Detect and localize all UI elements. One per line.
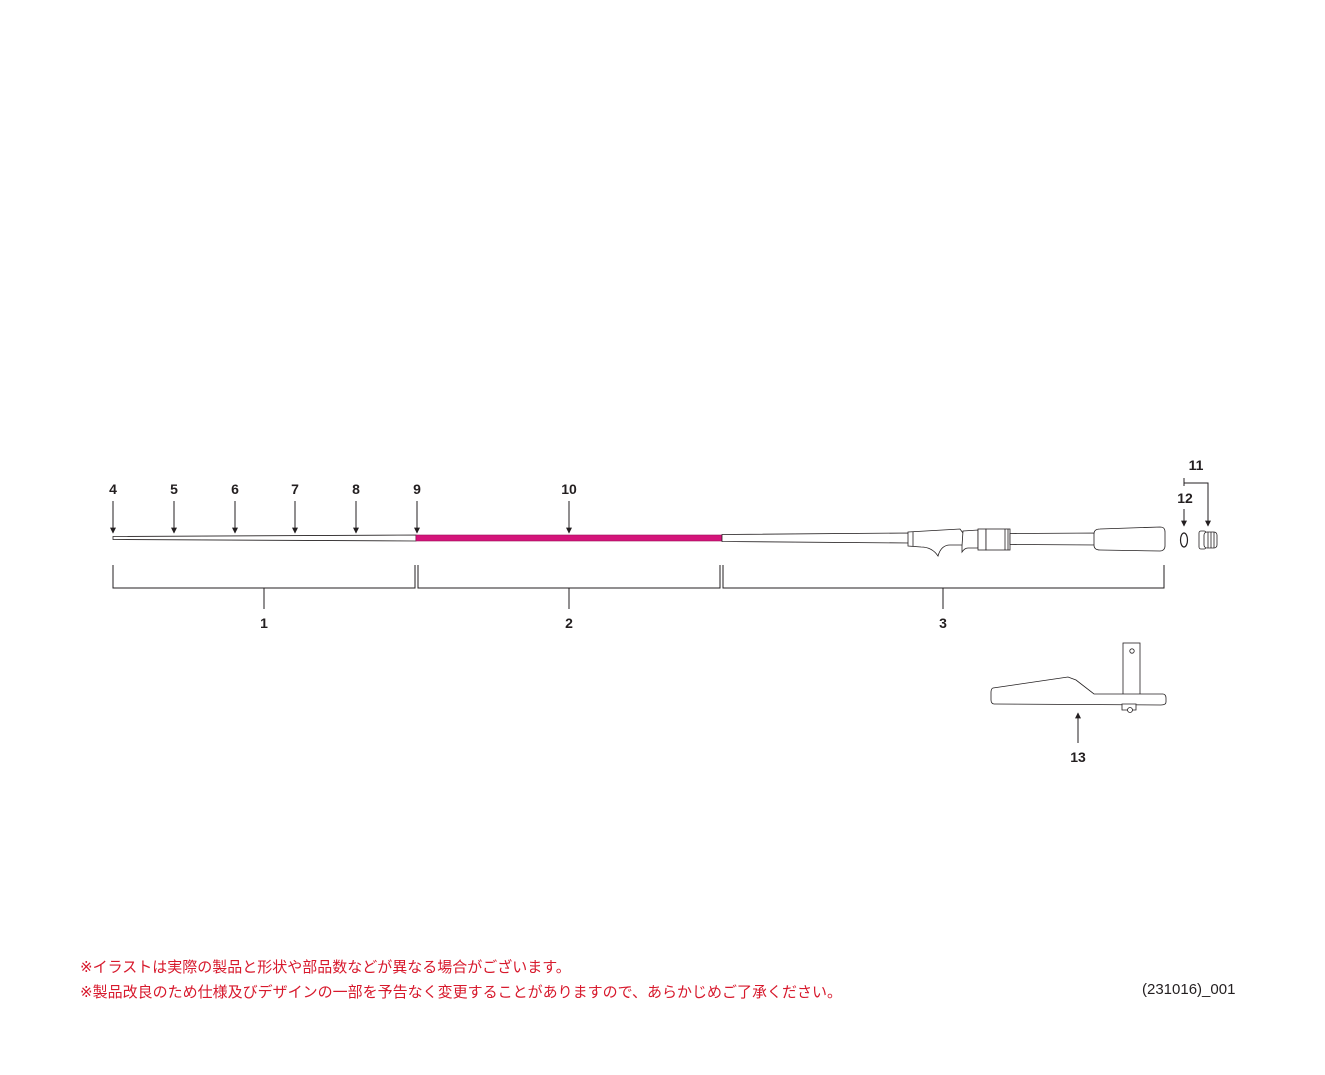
part-number-3: 3: [939, 615, 947, 631]
hook-keeper-part: [990, 642, 1167, 713]
rear-blank: [1009, 532, 1099, 546]
leader-arrows: [110, 478, 1211, 743]
butt-cap-part: [1198, 530, 1218, 550]
butt-section-blank: [721, 532, 911, 544]
part-number-10: 10: [561, 481, 577, 497]
disclaimer-illustration-note: ※イラストは実際の製品と形状や部品数などが異なる場合がございます。: [80, 958, 571, 976]
part-number-6: 6: [231, 481, 239, 497]
part-number-8: 8: [352, 481, 360, 497]
disclaimer-spec-change-note: ※製品改良のため仕様及びデザインの一部を予告なく変更することがありますので、あら…: [80, 983, 842, 1001]
fore-grip: [907, 528, 964, 557]
part-number-9: 9: [413, 481, 421, 497]
part-number-7: 7: [291, 481, 299, 497]
part-number-5: 5: [170, 481, 178, 497]
part-number-2: 2: [565, 615, 573, 631]
middle-section-blank: [415, 534, 723, 542]
rear-grip: [1093, 526, 1166, 552]
part-number-11: 11: [1189, 457, 1204, 473]
part-number-1: 1: [260, 615, 268, 631]
reel-seat: [961, 528, 1011, 554]
document-code: (231016)_001: [1142, 981, 1236, 998]
tip-section-blank: [112, 534, 417, 542]
section-brackets: [112, 565, 1165, 609]
part-number-12: 12: [1177, 490, 1193, 506]
o-ring-part: [1179, 532, 1189, 548]
part-number-labels: 4 5 6 7 8 9 10 11 12 1 2 3 13: [109, 457, 1204, 765]
part-number-13: 13: [1070, 749, 1086, 765]
part-number-4: 4: [109, 481, 117, 497]
